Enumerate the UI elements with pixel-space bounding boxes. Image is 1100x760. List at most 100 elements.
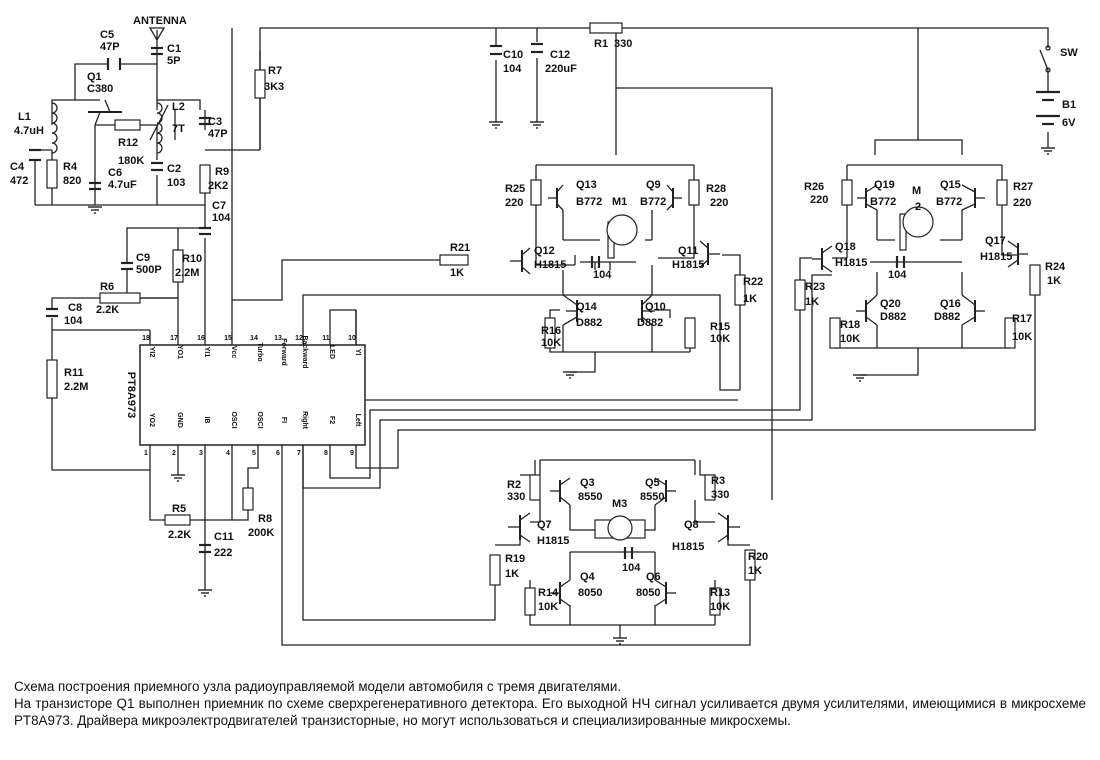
- label-b1: B1: [1062, 99, 1076, 111]
- label-q6: Q6: [646, 571, 661, 583]
- label-r13: R13: [710, 587, 730, 599]
- label-q9: Q9: [646, 179, 661, 191]
- label-r22-value: 1K: [743, 293, 757, 305]
- ic-pin-label: OSCI: [230, 411, 237, 428]
- label-c12: C12: [550, 49, 570, 61]
- label-q11-value: H1815: [672, 259, 704, 271]
- ic-pin-label: Forward: [280, 338, 287, 366]
- label-r24-value: 1K: [1047, 275, 1061, 287]
- label-q13-value: B772: [576, 196, 602, 208]
- label-m2: M: [912, 185, 921, 197]
- label-r6-value: 2.2K: [96, 304, 119, 316]
- label-r26: R26: [804, 181, 824, 193]
- component-labels: ANTENNA C5 47P C1 5P Q1 C380 L1 4.7uH L2…: [10, 15, 1078, 613]
- label-q4: Q4: [580, 571, 596, 583]
- label-q14: Q14: [576, 301, 598, 313]
- ic-pin-number: 9: [350, 450, 354, 457]
- ic-pin-label: Backward: [301, 335, 308, 368]
- label-q10-value: D882: [637, 317, 663, 329]
- label-q12-value: H1815: [534, 259, 566, 271]
- transistor-symbols: [88, 99, 1028, 607]
- label-r2: R2: [507, 479, 521, 491]
- ic-pin-label: LED: [328, 345, 335, 359]
- label-r17: R17: [1012, 313, 1032, 325]
- label-q7: Q7: [537, 519, 552, 531]
- label-r7: R7: [268, 65, 282, 77]
- label-q12: Q12: [534, 245, 555, 257]
- label-l1: L1: [18, 111, 31, 123]
- label-r13-value: 10K: [710, 601, 730, 613]
- label-r11: R11: [64, 367, 84, 379]
- ic-pin-number: 15: [224, 335, 232, 342]
- resistors: [46, 22, 1041, 616]
- label-r2-value: 330: [507, 491, 525, 503]
- ic-pin-number: 18: [142, 335, 150, 342]
- ic-pin-label: OSCI: [256, 411, 263, 428]
- label-q19: Q19: [874, 179, 895, 191]
- label-c8-value: 104: [64, 315, 83, 327]
- label-q6-value: 8050: [636, 587, 660, 599]
- label-r15-value: 10K: [710, 333, 730, 345]
- label-q5-value: 8550: [640, 491, 664, 503]
- ic-pin-number: 13: [274, 335, 282, 342]
- figure-caption: Схема построения приемного узла радиоупр…: [14, 678, 1086, 729]
- label-r28: R28: [706, 183, 726, 195]
- label-c2-value: 103: [167, 177, 185, 189]
- label-r20-value: 1K: [748, 565, 762, 577]
- battery-symbol: [1036, 90, 1060, 126]
- label-r6: R6: [100, 281, 114, 293]
- label-c11-value: 222: [214, 547, 232, 559]
- label-q17: Q17: [985, 235, 1006, 247]
- label-q13: Q13: [576, 179, 597, 191]
- label-r28-value: 220: [710, 197, 728, 209]
- label-r3: R3: [711, 475, 725, 487]
- capacitors: [29, 42, 906, 559]
- ic-pin-label: IB: [203, 417, 210, 424]
- label-c3-value: 47P: [208, 128, 228, 140]
- ic-pin-label: GND: [176, 412, 183, 428]
- ic-pin-number: 3: [199, 450, 203, 457]
- label-r5: R5: [172, 503, 186, 515]
- label-r5-value: 2.2K: [168, 529, 191, 541]
- label-r9-value: 2K2: [208, 180, 228, 192]
- label-r14: R14: [538, 587, 559, 599]
- label-r11-value: 2.2M: [64, 381, 88, 393]
- label-q20: Q20: [880, 298, 901, 310]
- label-r19-value: 1K: [505, 568, 519, 580]
- inductors: [51, 102, 169, 154]
- label-q15-value: B772: [936, 196, 962, 208]
- label-q8-value: H1815: [672, 541, 704, 553]
- label-r1-value: 330: [614, 38, 632, 50]
- ic-pin-number: 5: [252, 450, 256, 457]
- label-q3: Q3: [580, 477, 595, 489]
- ic-pin-label: Turbo: [256, 342, 263, 361]
- label-q8: Q8: [684, 519, 699, 531]
- label-q20-value: D882: [880, 311, 906, 323]
- label-r25-value: 220: [505, 197, 523, 209]
- label-c104-m2: 104: [888, 269, 907, 281]
- ic-pin-label: Right: [301, 411, 308, 430]
- ic-pin-number: 11: [322, 335, 330, 342]
- label-r14-value: 10K: [538, 601, 558, 613]
- label-c9: C9: [136, 252, 150, 264]
- label-q7-value: H1815: [537, 535, 569, 547]
- ic-pin-label: YO1: [176, 345, 183, 359]
- ic-pin-number: 10: [348, 335, 356, 342]
- label-r27-value: 220: [1013, 197, 1031, 209]
- ic-pin-label: Vcc: [230, 346, 237, 359]
- label-q4-value: 8050: [578, 587, 602, 599]
- label-r4-value: 820: [63, 175, 81, 187]
- ic-pin-label: YI: [354, 349, 361, 356]
- label-c9-value: 500P: [136, 264, 162, 276]
- ic-pin-number: 1: [144, 450, 148, 457]
- label-c11: C11: [214, 531, 234, 543]
- label-r3-value: 330: [711, 489, 729, 501]
- wires: [34, 27, 1049, 646]
- label-r12: R12: [118, 137, 138, 149]
- label-c3: C3: [208, 116, 222, 128]
- ic-pin-number: 7: [297, 450, 301, 457]
- label-r26-value: 220: [810, 194, 828, 206]
- label-c4: C4: [10, 161, 25, 173]
- caption-description: На транзисторе Q1 выполнен приемник по с…: [14, 696, 1086, 728]
- label-r15: R15: [710, 321, 730, 333]
